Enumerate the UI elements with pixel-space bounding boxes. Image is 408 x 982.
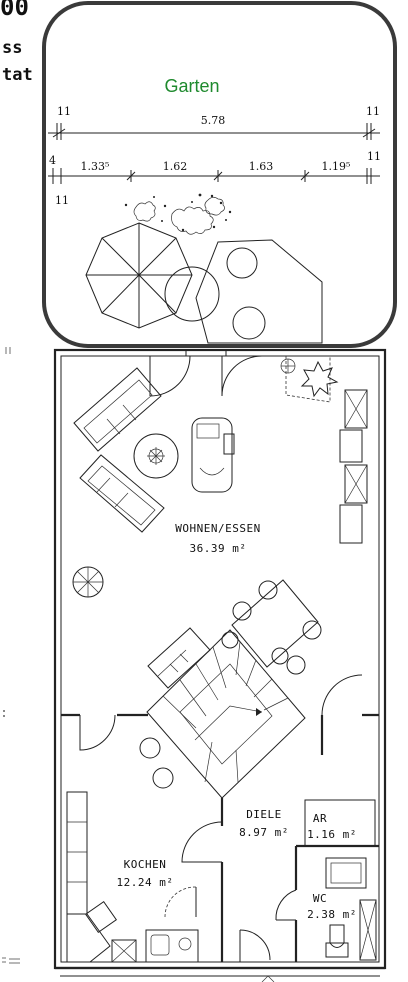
plant-icon [280,358,296,374]
tick-mark-3: 4 [49,154,56,167]
plant-icon [72,566,104,598]
plant-icon [147,447,165,465]
edge-text-line2: tat [2,65,33,85]
overall-dimension: 5.78 [201,114,226,127]
tick-mark-5: 11 [367,150,381,163]
tick-mark-4: 11 [55,194,69,207]
segment-dimension-1: 1.33⁵ [81,160,110,173]
room-area-wohnen: 36.39 m² [190,542,247,555]
wall-shelving [339,389,368,544]
appliance [325,857,367,889]
staircase [146,627,306,799]
edge-text-top: 00 [0,0,29,21]
room-name-wc: WC [313,892,327,905]
room-name-diele: DIELE [246,808,282,821]
dining-table [221,579,322,675]
plant-icon [300,360,339,398]
patio-outline [195,239,323,344]
garden-stool [226,247,258,279]
kitchen-sink [145,929,199,963]
segment-dimension-4: 1.19⁵ [322,160,351,173]
sofa-upper [73,367,162,452]
room-area-wc: 2.38 m² [307,908,357,921]
margin-marks [2,347,20,964]
garden-table [164,266,220,322]
garden-highlight-frame [42,1,397,348]
room-name-kochen: KOCHEN [124,858,167,871]
room-labels: WOHNEN/ESSEN 36.39 m² DIELE 8.97 m² AR 1… [117,522,357,921]
room-area-kochen: 12.24 m² [117,876,174,889]
kitchen-counter [66,791,199,963]
outer-wall [53,348,387,970]
edge-text-line1: ss [2,38,22,58]
garden-stool [232,306,266,340]
armchair [191,417,235,493]
garden-area: 11 11 5.78 4 11 11 1.33⁵ 1.62 1.63 1.19⁵ [48,76,381,344]
toilet [329,924,345,948]
sofa-lower [79,454,165,533]
segment-dimension-2: 1.62 [163,160,188,173]
room-area-diele: 8.97 m² [239,826,289,839]
tick-mark-1: 11 [57,105,71,118]
building [53,348,387,982]
terrace-doors [149,350,263,397]
parasol [85,222,193,329]
coffee-table [133,433,179,479]
room-name-ar: AR [313,812,327,825]
room-name-wohnen: WOHNEN/ESSEN [175,522,260,535]
room-area-ar: 1.16 m² [307,828,357,841]
tick-mark-2: 11 [366,105,380,118]
garden-label: Garten [164,76,219,96]
segment-dimension-3: 1.63 [249,160,274,173]
flower-bed [124,193,232,235]
